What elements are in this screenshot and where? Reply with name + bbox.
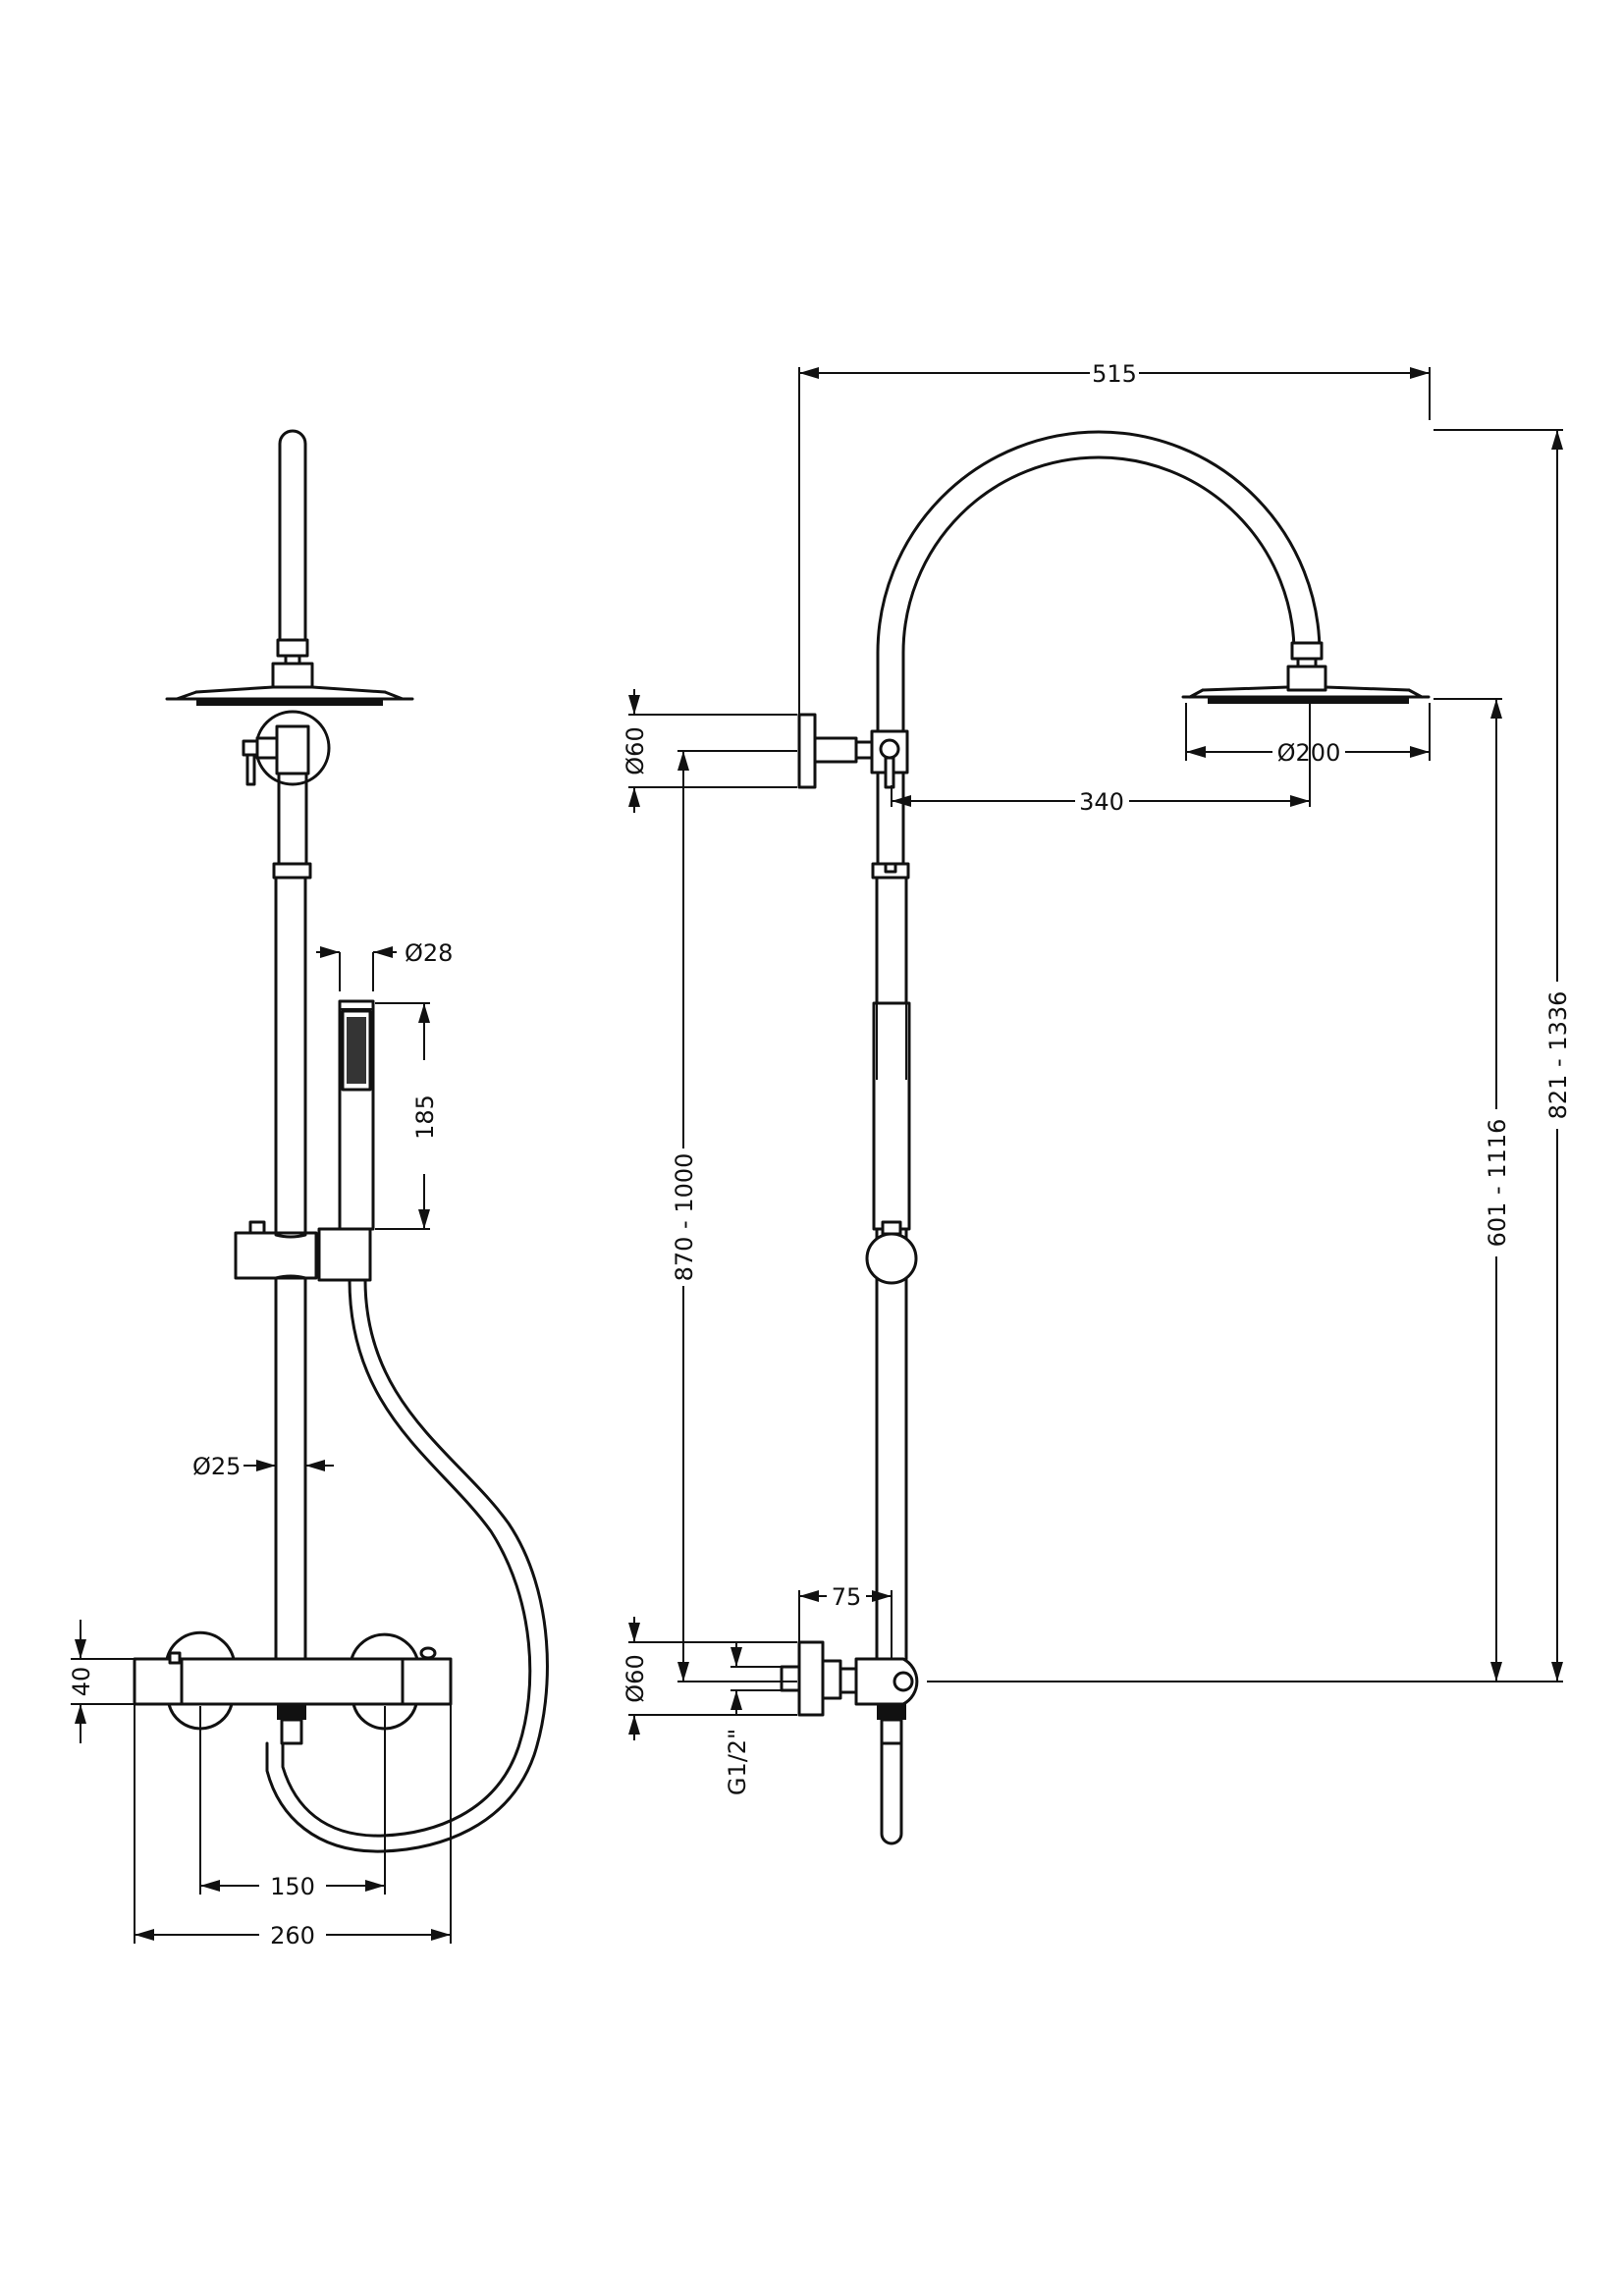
- dim-label-head-height: 601 - 1116: [1484, 1119, 1511, 1248]
- dim-label-rail-height: 870 - 1000: [671, 1153, 698, 1282]
- side-hand-shower: [338, 999, 375, 1231]
- side-bar-valve: [133, 1630, 453, 1745]
- front-dim-head-diameter: Ø200: [1185, 703, 1431, 767]
- front-dim-rail-height: 870 - 1000: [671, 750, 797, 1682]
- front-dim-inlet-thread: G1/2": [724, 1641, 782, 1795]
- dim-label-handset-diameter: Ø28: [405, 939, 453, 967]
- side-head-arm: [271, 429, 314, 689]
- side-dim-inlet-centres: 150: [199, 1706, 386, 1900]
- dim-label-top-flange: Ø60: [622, 726, 649, 774]
- front-dim-inlet-projection: 75: [798, 1583, 893, 1659]
- front-dim-arm-offset: 340: [891, 703, 1311, 816]
- dim-label-valve-width: 260: [270, 1922, 315, 1949]
- front-upper-riser: [871, 771, 910, 880]
- side-dim-handset-length: 185: [375, 1002, 439, 1230]
- dim-label-handset-length: 185: [411, 1095, 439, 1140]
- front-shower-head: [1181, 685, 1431, 704]
- front-dim-head-height: 601 - 1116: [1434, 698, 1511, 1682]
- side-dim-valve-height: 40: [68, 1620, 135, 1743]
- side-hose: [265, 1278, 549, 1853]
- dim-label-total-height: 821 - 1336: [1544, 991, 1572, 1120]
- side-shower-head: [165, 685, 414, 706]
- front-gooseneck-arm: [876, 430, 1327, 733]
- side-dim-valve-width: 260: [134, 1704, 452, 1949]
- front-dim-total-height: 821 - 1336: [927, 429, 1572, 1682]
- front-dim-bottom-flange: Ø60: [622, 1617, 797, 1740]
- dim-label-riser-diameter: Ø25: [192, 1453, 241, 1480]
- dim-label-inlet-projection: 75: [832, 1583, 862, 1611]
- side-diverter: [242, 710, 331, 786]
- dim-label-inlet-centres: 150: [270, 1873, 315, 1900]
- dim-label-inlet-thread: G1/2": [724, 1729, 751, 1795]
- front-dim-arm-width: 515: [798, 360, 1431, 715]
- dim-label-valve-height: 40: [68, 1667, 95, 1697]
- side-dim-handset-diameter: Ø28: [316, 939, 453, 991]
- front-upper-wall-bracket: [797, 713, 909, 789]
- side-slider-bracket: [234, 1220, 372, 1282]
- dim-label-arm-offset: 340: [1079, 788, 1124, 816]
- front-main-riser: [865, 876, 918, 1661]
- front-lower-inlet: [780, 1640, 919, 1845]
- side-view: Ø28 185 Ø25 40 150 260: [68, 429, 549, 1949]
- side-upper-riser: [272, 772, 312, 880]
- dim-label-arm-width: 515: [1092, 360, 1137, 388]
- dim-label-bottom-flange: Ø60: [622, 1654, 649, 1702]
- front-view: 515 821 - 1336 601 - 1116 Ø200 340: [622, 360, 1572, 1845]
- front-dim-top-flange: Ø60: [622, 689, 797, 813]
- side-dim-riser-diameter: Ø25: [192, 1453, 334, 1480]
